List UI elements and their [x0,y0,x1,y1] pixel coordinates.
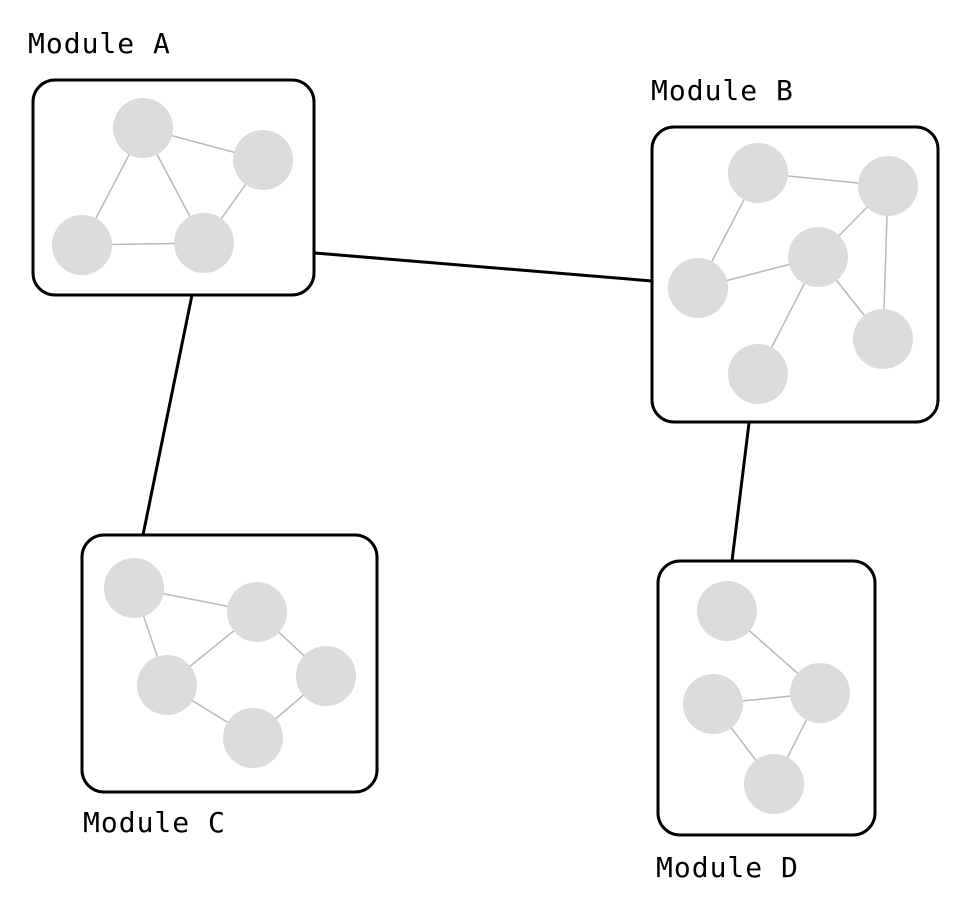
module-a-label: Module A [28,27,171,60]
module-c-label: Module C [83,806,226,839]
module-d-node-3 [744,754,804,814]
module-c-node-4 [223,708,283,768]
module-b-node-2 [788,227,848,287]
connection-a-c [141,294,194,536]
module-d-node-0 [697,581,757,641]
module-a-node-0 [113,98,173,158]
connection-b-d [730,422,751,562]
module-c-node-3 [296,646,356,706]
module-b-node-0 [728,143,788,203]
module-a-node-2 [52,215,112,275]
module-b-node-1 [858,156,918,216]
module-c-node-1 [227,582,287,642]
module-d-label: Module D [656,851,799,884]
module-b-node-4 [853,309,913,369]
module-c-node-2 [137,655,197,715]
module-b-node-3 [668,258,728,318]
connection-a-b [314,251,653,283]
module-c-node-0 [104,558,164,618]
module-d-node-2 [790,663,850,723]
module-b-node-5 [728,344,788,404]
module-d-node-1 [683,674,743,734]
module-a-node-3 [174,213,234,273]
module-b-label: Module B [651,74,794,107]
module-a-node-1 [233,130,293,190]
